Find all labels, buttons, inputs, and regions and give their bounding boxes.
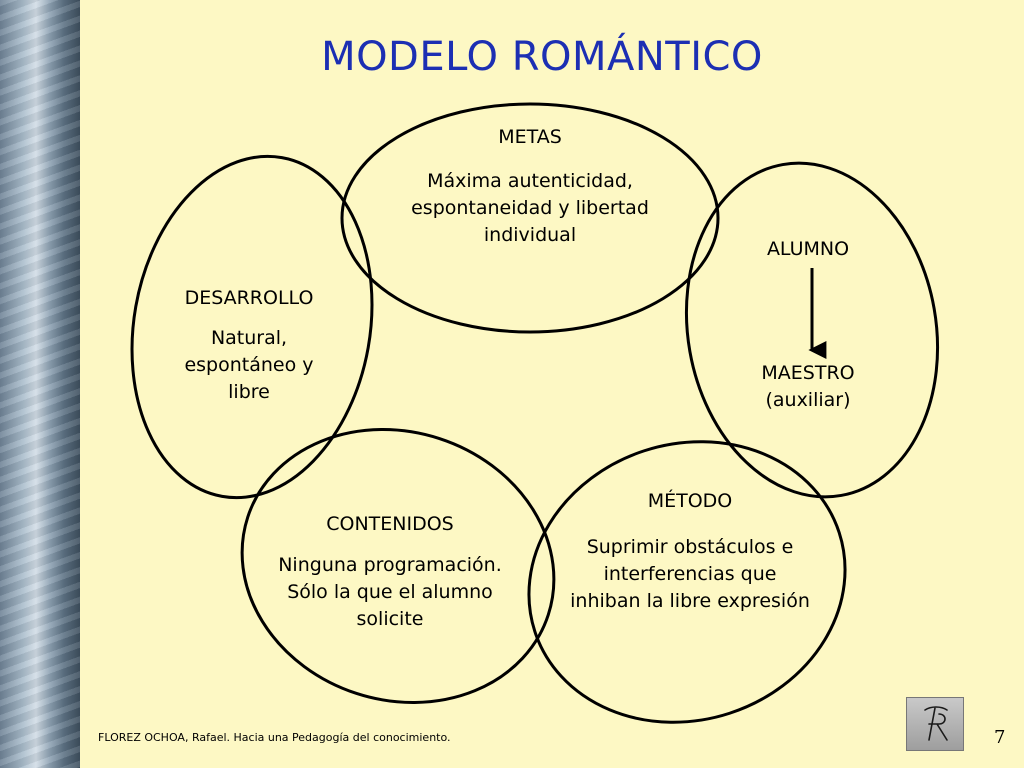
contenidos-heading: CONTENIDOS — [326, 513, 454, 535]
metodo-heading: MÉTODO — [647, 490, 733, 512]
page-title: MODELO ROMÁNTICO — [321, 34, 763, 80]
ellipse-metas — [340, 102, 720, 334]
ellipse-desarrollo — [130, 154, 374, 500]
footer-citation: FLOREZ OCHOA, Rafael. Hacia una Pedagogí… — [98, 731, 451, 744]
desarrollo-heading: DESARROLLO — [184, 287, 314, 309]
alumno-label: ALUMNO — [766, 238, 850, 260]
ellipse-metodo — [527, 440, 847, 724]
ellipse-relacion — [684, 161, 940, 499]
ellipse-contenidos — [240, 428, 556, 704]
decorative-sidebar — [0, 0, 80, 768]
fr-monogram-logo — [906, 697, 964, 751]
contenidos-text: Ninguna programación. Sólo la que el alu… — [278, 554, 502, 630]
desarrollo-text: Natural, espontáneo y libre — [184, 327, 314, 403]
metas-heading: METAS — [498, 126, 562, 148]
metas-text: Máxima autenticidad, espontaneidad y lib… — [411, 170, 649, 246]
maestro-label: MAESTRO (auxiliar) — [761, 362, 855, 411]
metodo-text: Suprimir obstáculos e interferencias que… — [570, 536, 810, 612]
page-number: 7 — [994, 727, 1006, 748]
